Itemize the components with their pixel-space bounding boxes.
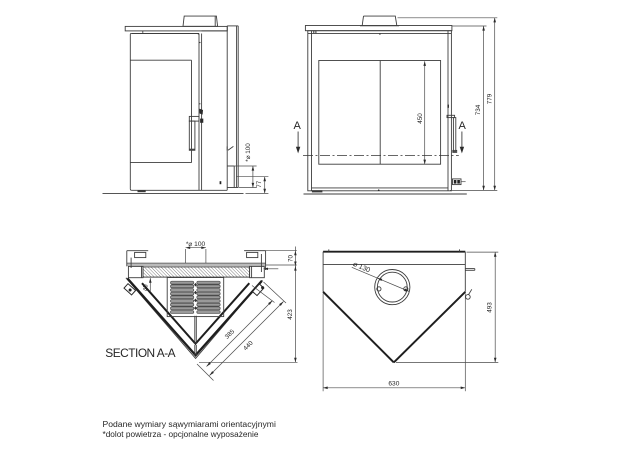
svg-text:40: 40 bbox=[143, 284, 149, 291]
svg-text:Podane wymiary sąwymiarami ori: Podane wymiary sąwymiarami orientacyjnym… bbox=[103, 419, 276, 429]
svg-text:734: 734 bbox=[475, 104, 482, 115]
svg-text:A: A bbox=[459, 120, 467, 132]
svg-text:*dolot powietrza - opcjonalne: *dolot powietrza - opcjonalne wyposażeni… bbox=[103, 430, 259, 439]
svg-text:A: A bbox=[294, 120, 302, 132]
svg-text:*⌀ 100: *⌀ 100 bbox=[186, 241, 206, 248]
svg-text:SECTION A-A: SECTION A-A bbox=[105, 346, 175, 360]
svg-text:450: 450 bbox=[417, 113, 424, 124]
svg-text:630: 630 bbox=[388, 380, 399, 387]
svg-text:77: 77 bbox=[256, 180, 263, 188]
svg-text:70: 70 bbox=[288, 255, 295, 262]
svg-text:423: 423 bbox=[287, 309, 294, 320]
svg-text:493: 493 bbox=[487, 302, 494, 313]
svg-text:779: 779 bbox=[486, 93, 493, 104]
svg-text:*⌀ 100: *⌀ 100 bbox=[245, 143, 252, 162]
